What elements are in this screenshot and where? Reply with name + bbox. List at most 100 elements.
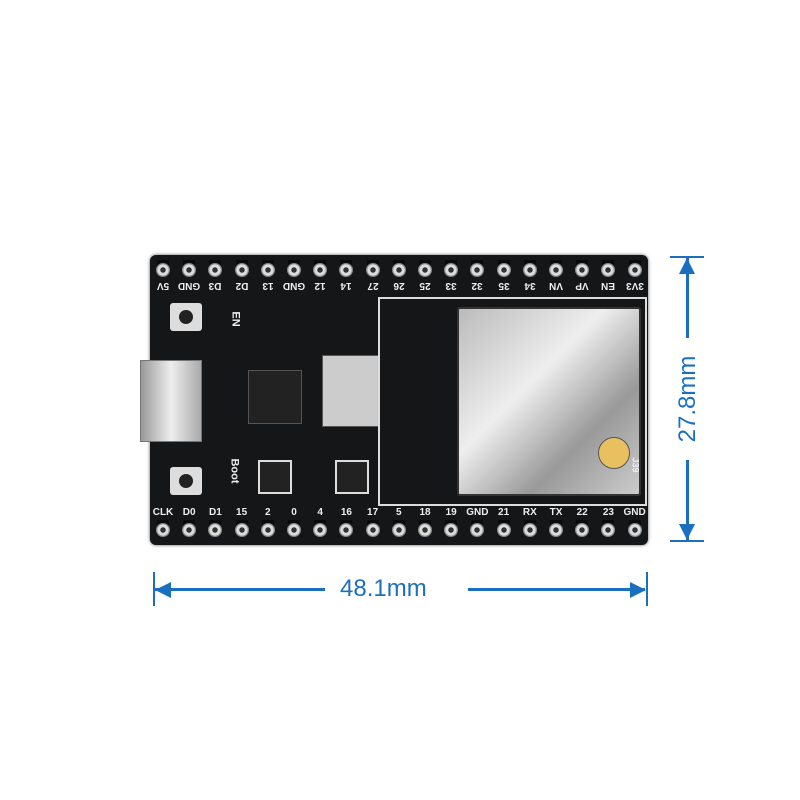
- transistor: [258, 460, 292, 494]
- pin-hole: [287, 263, 301, 277]
- pin-hole: [234, 263, 249, 277]
- pin-hole: [156, 523, 170, 537]
- pin-label: 2: [265, 507, 271, 518]
- pin-hole: [156, 263, 170, 277]
- arrow-right-icon: [630, 582, 646, 598]
- pin-label: 25: [419, 280, 431, 291]
- pin-label: 15: [236, 507, 248, 518]
- pin-label: 16: [340, 507, 352, 518]
- pin-label: D1: [208, 507, 222, 518]
- pin-label: 5: [396, 507, 402, 518]
- pin-hole: [287, 523, 301, 537]
- pin-label: D2: [235, 280, 248, 291]
- pin-label: 35: [498, 280, 510, 291]
- pin-hole: [260, 263, 275, 277]
- arrow-down-icon: [679, 524, 695, 540]
- pin-label: 12: [314, 280, 326, 291]
- pin-hole: [522, 263, 537, 277]
- pin-label: 14: [340, 280, 352, 291]
- pin-label: 5V: [156, 280, 170, 291]
- pin-hole: [601, 523, 616, 537]
- en-button: [170, 303, 202, 331]
- pin-label: VP: [575, 280, 589, 291]
- pin-hole: [391, 263, 406, 277]
- arrow-left-icon: [155, 582, 171, 598]
- boot-label: Boot: [228, 458, 241, 484]
- pin-hole: [522, 523, 537, 537]
- pin-hole: [234, 523, 249, 537]
- dimension-tick: [153, 572, 155, 606]
- pin-hole: [365, 263, 380, 277]
- pin-hole: [549, 523, 563, 537]
- micro-usb-port: [140, 360, 202, 442]
- pin-label: 23: [602, 507, 614, 518]
- height-label: 27.8mm: [674, 355, 701, 443]
- arrow-up-icon: [679, 258, 695, 274]
- pin-label: D0: [182, 507, 196, 518]
- pin-hole: [549, 263, 563, 277]
- dimension-tick: [670, 256, 704, 258]
- height-dimension-line: [686, 258, 689, 338]
- pin-hole: [470, 263, 485, 277]
- pin-hole: [444, 523, 459, 537]
- pin-label: D3: [209, 280, 222, 291]
- pin-label: GND: [178, 280, 201, 291]
- antenna-connector: [598, 437, 630, 469]
- boot-button: [170, 467, 202, 495]
- pin-hole: [496, 263, 511, 277]
- pin-hole: [627, 263, 642, 277]
- pin-label: 27: [367, 280, 379, 291]
- pin-hole: [418, 263, 432, 277]
- pin-hole: [575, 523, 590, 537]
- pin-label: GND: [466, 507, 489, 518]
- pin-hole: [627, 523, 642, 537]
- pin-hole: [496, 523, 511, 537]
- pin-label: 3V3: [625, 280, 644, 291]
- pin-hole: [182, 523, 197, 537]
- pin-hole: [418, 523, 432, 537]
- pin-hole: [601, 263, 616, 277]
- pin-hole: [575, 263, 590, 277]
- usb-uart-chip: [248, 370, 302, 424]
- pin-label: 34: [524, 280, 536, 291]
- width-dimension-line: [468, 588, 645, 591]
- pin-hole: [339, 523, 354, 537]
- pin-hole: [313, 263, 328, 277]
- pin-label: 21: [498, 507, 510, 518]
- pin-hole: [313, 523, 328, 537]
- pin-hole: [208, 523, 223, 537]
- pin-label: 19: [445, 507, 457, 518]
- pin-label: 26: [393, 280, 405, 291]
- pin-label: 33: [445, 280, 457, 291]
- pin-label: 13: [262, 280, 274, 291]
- pin-label: 22: [576, 507, 588, 518]
- en-label: EN: [229, 311, 242, 327]
- module-outline: [378, 297, 647, 506]
- pin-label: 4: [317, 507, 323, 518]
- pin-label: 18: [419, 507, 431, 518]
- pin-label: 0: [291, 507, 297, 518]
- pin-hole: [391, 523, 406, 537]
- dimension-tick: [646, 572, 648, 606]
- pin-label: CLK: [152, 507, 174, 518]
- pin-label: RX: [522, 507, 537, 518]
- pin-hole: [260, 523, 275, 537]
- pin-label: TX: [549, 507, 563, 518]
- width-dimension-line: [155, 588, 325, 591]
- pin-label: GND: [282, 280, 306, 291]
- pin-hole: [365, 523, 380, 537]
- dimension-tick: [670, 540, 704, 542]
- pin-label: 17: [367, 507, 379, 518]
- pin-label: 32: [471, 280, 483, 291]
- transistor: [335, 460, 369, 494]
- height-dimension-line: [686, 460, 689, 540]
- pin-label: EN: [601, 280, 616, 291]
- pin-hole: [444, 263, 459, 277]
- voltage-regulator: [322, 355, 380, 427]
- pin-hole: [339, 263, 354, 277]
- pin-hole: [182, 263, 197, 277]
- pin-label: VN: [549, 280, 563, 291]
- width-label: 48.1mm: [340, 575, 427, 602]
- pin-label: GND: [623, 507, 646, 518]
